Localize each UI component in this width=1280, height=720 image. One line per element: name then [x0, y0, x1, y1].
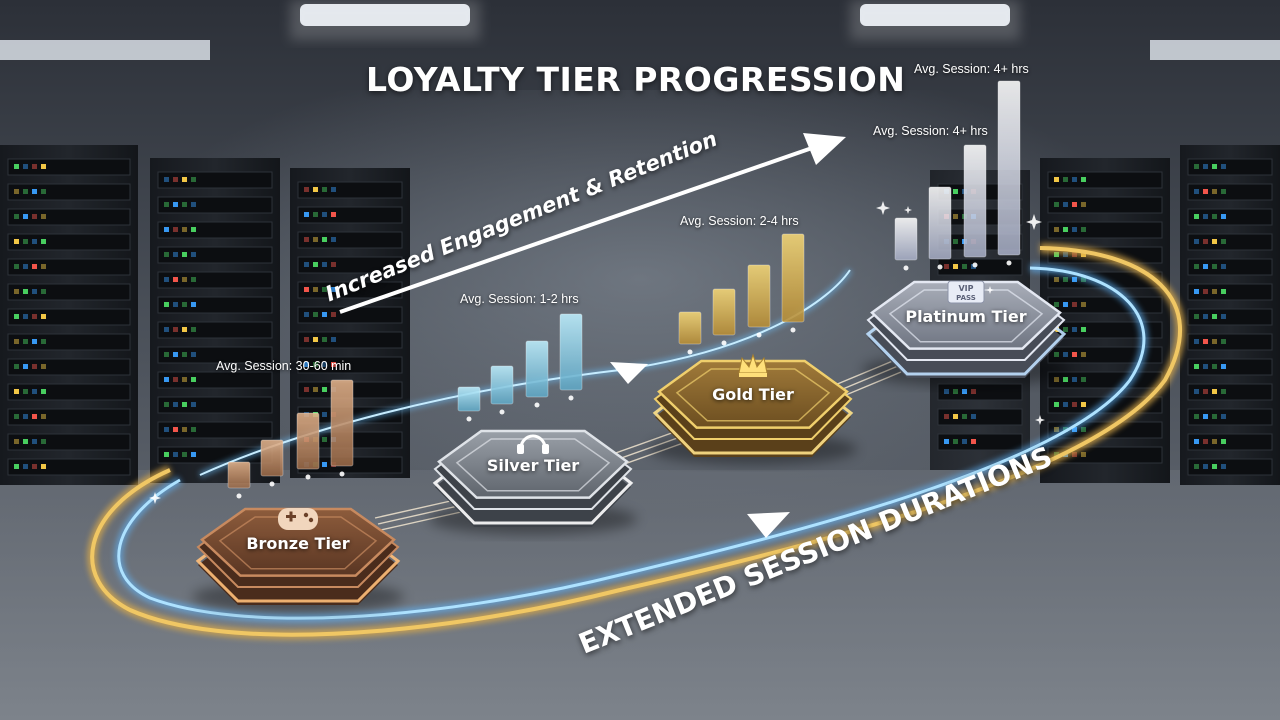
bronze-bar-dot	[339, 471, 345, 477]
bronze-platform-top	[200, 507, 396, 577]
gold-bar	[678, 311, 702, 345]
platinum-session-label: Avg. Session: 4+ hrs	[873, 124, 988, 138]
gamepad-icon	[278, 508, 318, 530]
sparkle-icon	[149, 492, 161, 504]
silver-bar-dot	[568, 395, 574, 401]
platinum-tier-label: Platinum Tier	[905, 307, 1027, 326]
platinum-top-session-label: Avg. Session: 4+ hrs	[914, 62, 1029, 76]
gold-bar-dot	[756, 332, 762, 338]
platinum-platform-top	[870, 280, 1062, 350]
gold-platform-top	[657, 359, 849, 429]
sparkle-icon	[1035, 415, 1045, 425]
platinum-platform	[862, 280, 1070, 386]
sparkles	[149, 201, 1045, 504]
silver-session-label: Avg. Session: 1-2 hrs	[460, 292, 579, 306]
sparkle-icon	[876, 201, 890, 215]
platinum-platform-inner	[888, 289, 1044, 343]
sparkle-icon	[904, 206, 912, 214]
bronze-bar	[227, 461, 251, 489]
platinum-bar	[963, 144, 987, 258]
silver-platform-inner	[455, 438, 611, 492]
silver-platform	[429, 429, 637, 535]
headset-icon	[517, 434, 549, 454]
platinum-bar-dot	[1006, 260, 1012, 266]
silver-bar	[525, 340, 549, 398]
gold-tier-label: Gold Tier	[712, 385, 794, 404]
gold-bar-dot	[721, 340, 727, 346]
gold-bar	[747, 264, 771, 328]
bronze-bar-dot	[305, 474, 311, 480]
gold-platform	[649, 359, 857, 465]
silver-bar	[559, 313, 583, 391]
silver-tier-label: Silver Tier	[486, 456, 580, 475]
gold-bar-dot	[790, 327, 796, 333]
track-arrow-upper	[610, 362, 648, 384]
bronze-bar	[260, 439, 284, 477]
platinum-bar	[928, 186, 952, 260]
vip-pass-text: PASS	[956, 294, 976, 302]
platinum-bar-dot	[972, 262, 978, 268]
bronze-bar-dot	[236, 493, 242, 499]
crown-icon	[738, 353, 768, 377]
session-bars	[227, 80, 1021, 499]
bronze-session-label: Avg. Session: 30-60 min	[216, 359, 352, 373]
silver-platform-top	[437, 429, 629, 499]
engagement-arrow	[339, 133, 846, 314]
platinum-bar-dot	[937, 264, 943, 270]
silver-bar	[490, 365, 514, 405]
bronze-bar-dot	[269, 481, 275, 487]
diagram-title: LOYALTY TIER PROGRESSION	[366, 60, 906, 99]
gold-session-label: Avg. Session: 2-4 hrs	[680, 214, 799, 228]
platinum-bar	[894, 217, 918, 261]
bronze-bar	[330, 379, 354, 467]
silver-bar-dot	[466, 416, 472, 422]
platinum-bar	[997, 80, 1021, 256]
gold-bar-dot	[687, 349, 693, 355]
gold-bar	[712, 288, 736, 336]
bronze-platform	[192, 507, 404, 613]
bronze-platform-inner	[218, 516, 378, 570]
sparkle-icon	[1026, 214, 1042, 230]
silver-bar-dot	[499, 409, 505, 415]
bronze-tier-label: Bronze Tier	[246, 534, 350, 553]
gold-platform-inner	[675, 368, 831, 422]
silver-bar	[457, 386, 481, 412]
bronze-bar	[296, 412, 320, 470]
silver-bar-dot	[534, 402, 540, 408]
floor	[0, 470, 1280, 720]
track-arrow-lower	[747, 512, 790, 538]
gold-bar	[781, 233, 805, 323]
ceiling-lights	[0, 0, 1280, 60]
platinum-bar-dot	[903, 265, 909, 271]
sparkle-icon	[986, 286, 994, 294]
vip-pass-text: VIP	[958, 284, 973, 293]
